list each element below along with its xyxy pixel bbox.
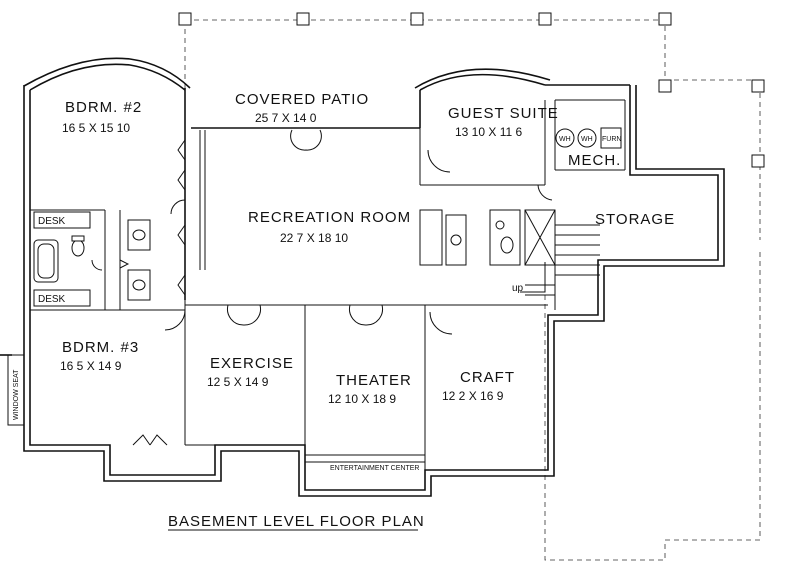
- exercise-dim: 12 5 X 14 9: [207, 375, 269, 389]
- toilet: [71, 239, 85, 257]
- recreation-room-name: RECREATION ROOM: [248, 209, 411, 226]
- covered-patio-dim: 25 7 X 14 0: [255, 111, 317, 125]
- bdrm2-dim: 16 5 X 15 10: [62, 121, 130, 135]
- mech-equipment: WH WH FURN: [555, 127, 622, 149]
- post: [751, 154, 765, 168]
- post: [658, 12, 672, 26]
- desk-top-label: DESK: [38, 216, 66, 227]
- exercise-name: EXERCISE: [210, 355, 294, 372]
- post: [410, 12, 424, 26]
- bdrm3-dim: 16 5 X 14 9: [60, 359, 122, 373]
- furnace: [600, 127, 622, 149]
- wet-bar: [445, 214, 467, 266]
- water-heater: [555, 128, 575, 148]
- window-seat-label: WINDOW SEAT: [13, 369, 20, 420]
- mech-label: MECH.: [568, 152, 621, 169]
- bdrm3-name: BDRM. #3: [62, 339, 139, 356]
- theater-name: THEATER: [336, 372, 412, 389]
- post: [178, 12, 192, 26]
- covered-patio-name: COVERED PATIO: [235, 91, 369, 108]
- bdrm2-name: BDRM. #2: [65, 99, 142, 116]
- recreation-room-dim: 22 7 X 18 10: [280, 231, 348, 245]
- sink: [127, 219, 151, 251]
- fireplace: [419, 209, 443, 266]
- desk-top: [33, 211, 91, 229]
- storage-label: STORAGE: [595, 211, 675, 228]
- water-heater: [577, 128, 597, 148]
- wh-label-2: WH: [581, 136, 593, 143]
- post: [751, 79, 765, 93]
- wh-label-1: WH: [559, 136, 571, 143]
- post: [658, 79, 672, 93]
- doors: [91, 129, 553, 446]
- entertainment-center-label: ENTERTAINMENT CENTER: [330, 465, 419, 472]
- exterior-walls: [0, 57, 725, 497]
- sink: [127, 269, 151, 301]
- craft-name: CRAFT: [460, 369, 515, 386]
- guest-suite-name: GUEST SUITE: [448, 105, 559, 122]
- furn-label: FURN: [602, 136, 621, 143]
- desk-bottom-label: DESK: [38, 294, 66, 305]
- powder-room: [489, 209, 521, 266]
- plan-title: BASEMENT LEVEL FLOOR PLAN: [168, 513, 425, 530]
- post: [538, 12, 552, 26]
- theater-dim: 12 10 X 18 9: [328, 392, 396, 406]
- stairs: [520, 234, 600, 296]
- toilet: [500, 236, 514, 254]
- guest-suite-dim: 13 10 X 11 6: [455, 125, 522, 139]
- stair-up-label: up: [512, 283, 524, 294]
- post: [296, 12, 310, 26]
- craft-dim: 12 2 X 16 9: [442, 389, 504, 403]
- bathroom-fixtures: [33, 209, 556, 301]
- patio-posts: [178, 12, 765, 561]
- desk-bottom: [33, 289, 91, 307]
